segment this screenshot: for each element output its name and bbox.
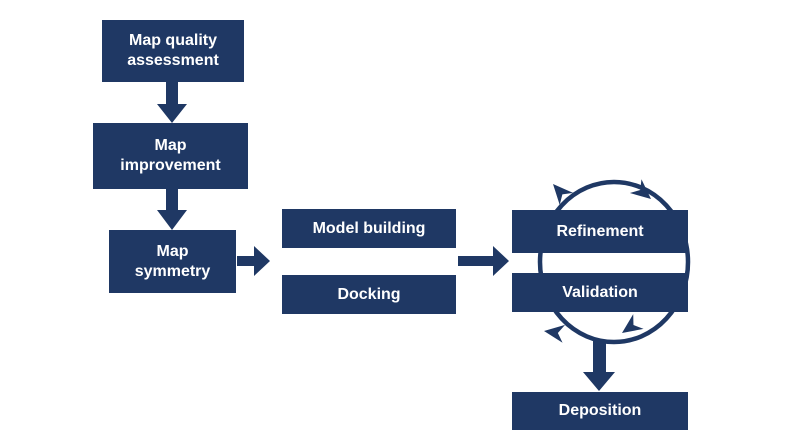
node-map-symmetry: Map symmetry [109,230,236,293]
cycle-arrowhead-bottom-right [622,314,644,333]
node-label: Validation [562,283,638,301]
node-label: Docking [337,285,401,303]
node-label: Map symmetry [134,242,211,280]
node-map-improvement: Map improvement [93,123,248,189]
node-model-building: Model building [282,209,456,248]
arrow-quality-to-improvement [157,82,187,123]
arrow-improvement-to-symmetry [157,189,187,230]
node-label: Map quality assessment [127,32,219,69]
node-label: Deposition [558,402,642,419]
cycle-arrowhead-top-left [553,184,574,205]
cycle-arrowhead-top-right [629,179,651,199]
arrow-cycle-to-deposition [583,341,615,391]
node-label: Refinement [556,222,644,240]
node-deposition: Deposition [512,392,688,430]
node-docking: Docking [282,275,456,314]
arrow-symmetry-to-building [237,246,270,276]
arrow-building-to-refinement [458,246,509,276]
refinement-validation-cycle-circle [537,179,691,345]
node-validation: Validation [512,273,688,312]
node-label: Map improvement [120,137,221,174]
node-map-quality-assessment: Map quality assessment [102,20,244,82]
cycle-arrowhead-bottom-left [544,324,566,343]
node-label: Model building [312,219,426,237]
node-refinement: Refinement [512,210,688,253]
